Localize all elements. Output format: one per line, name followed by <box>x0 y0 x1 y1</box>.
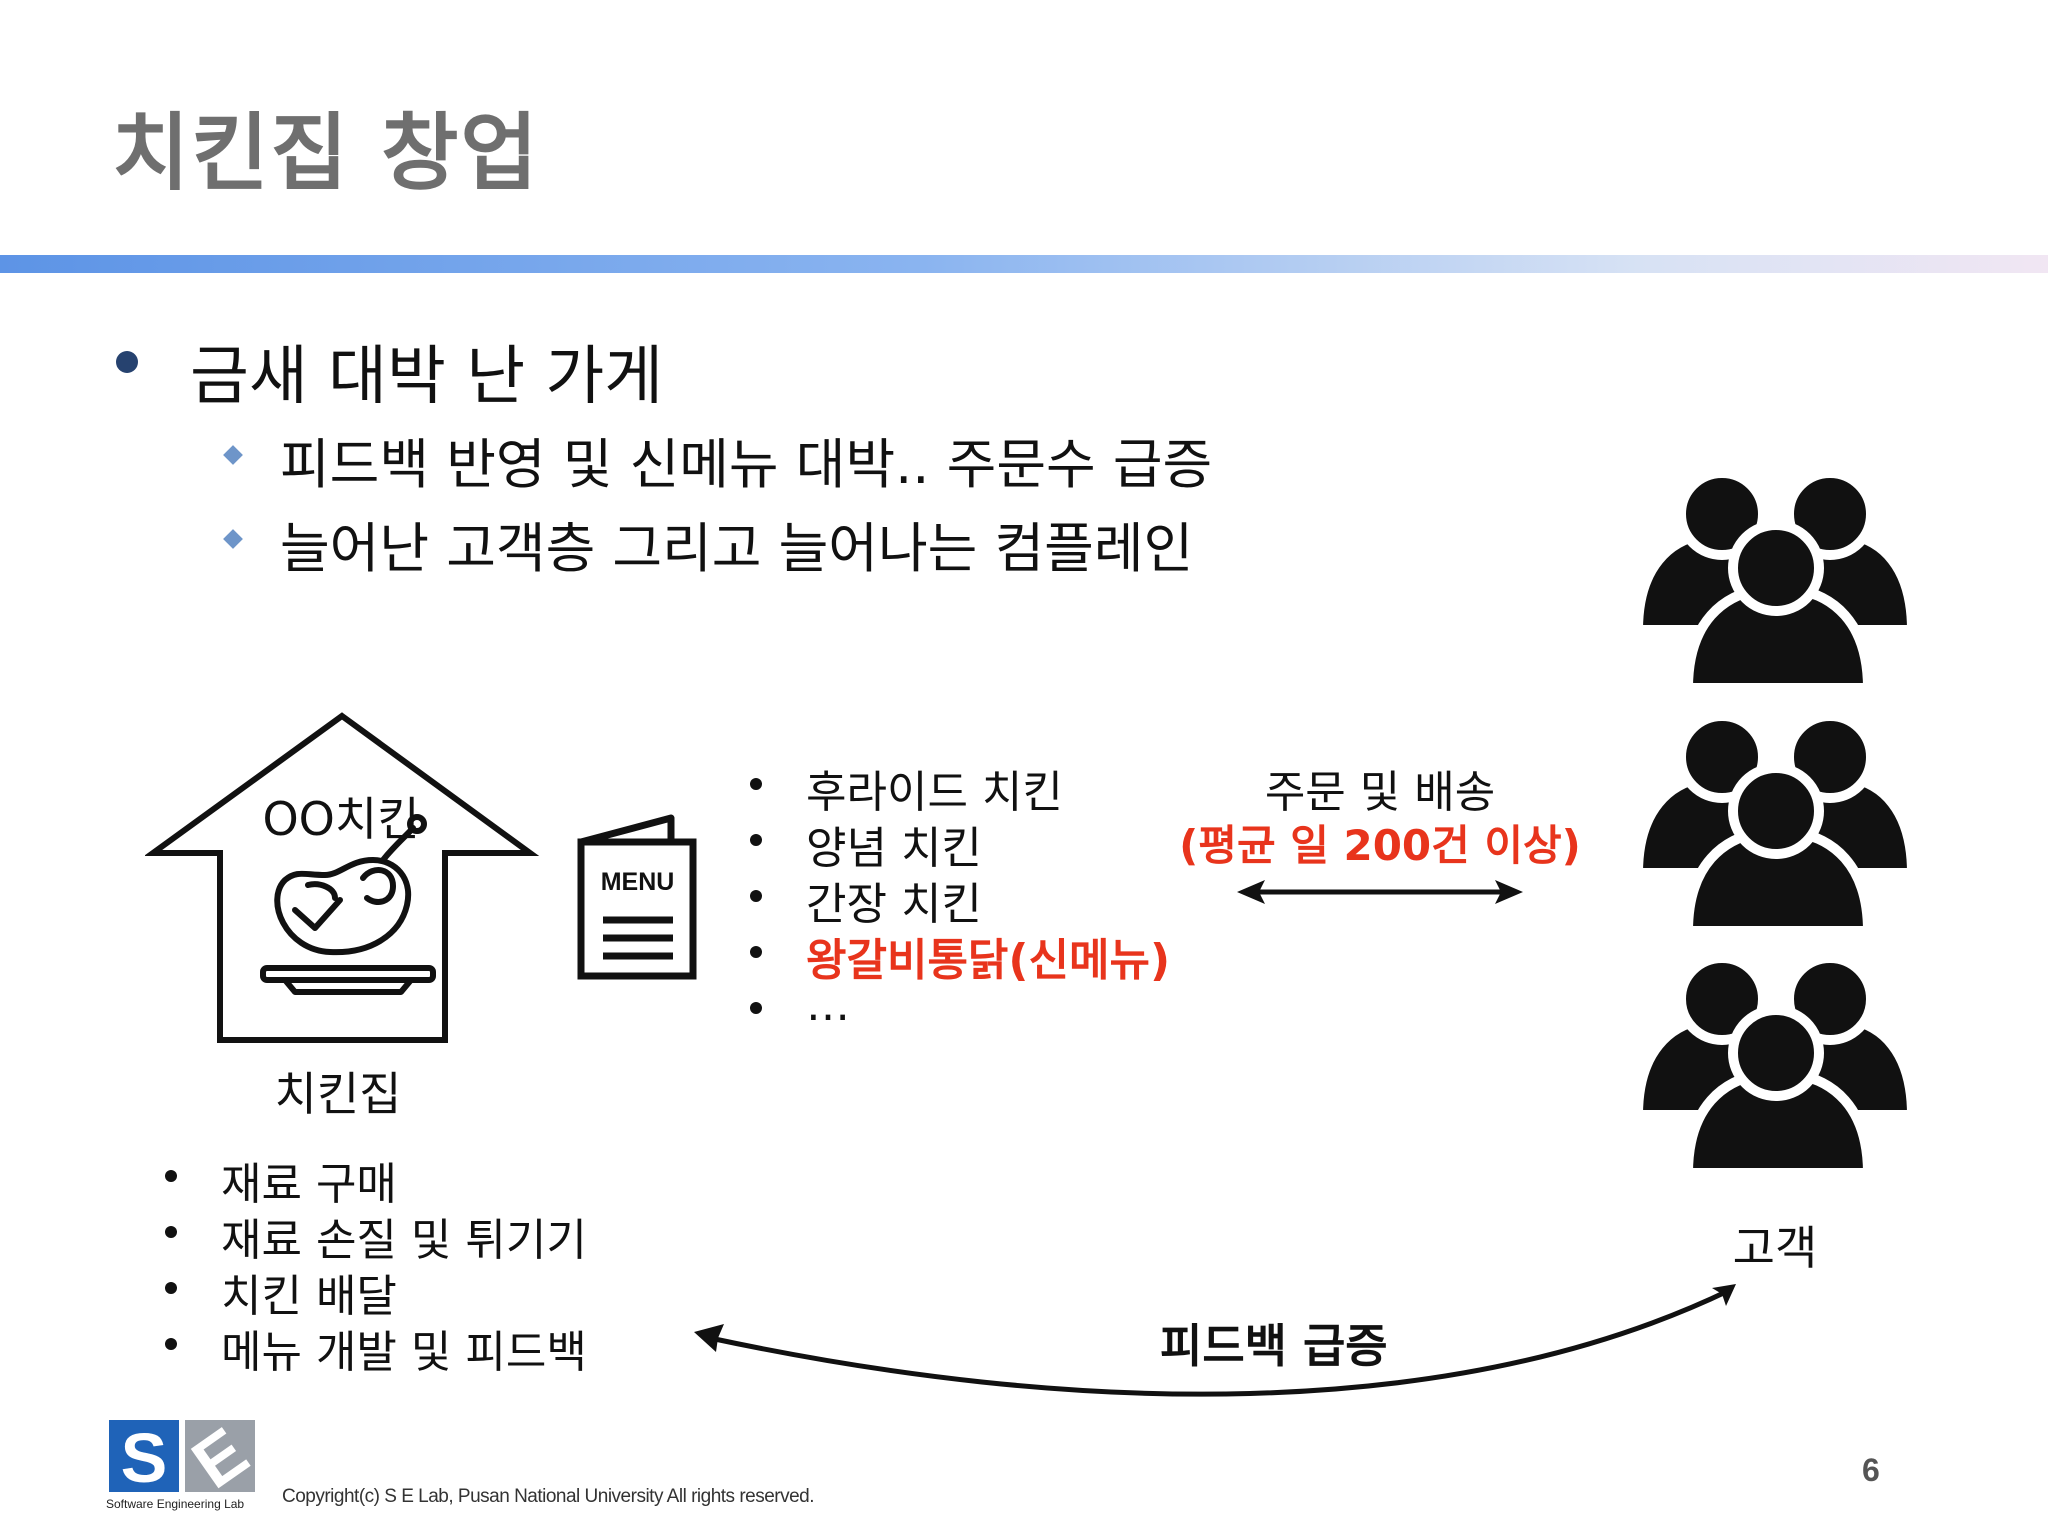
roast-chicken-icon <box>260 814 436 995</box>
bullet-dot <box>165 1338 177 1350</box>
menu-icon-label: MENU <box>600 868 675 896</box>
people-group-icon <box>1638 958 1912 1173</box>
copyright-text: Copyright(c) S E Lab, Pusan National Uni… <box>282 1486 815 1507</box>
sub-bullet-text: 피드백 반영 및 신메뉴 대박.. 주문수 급증 <box>280 433 1213 496</box>
svg-text:S: S <box>121 1419 168 1494</box>
shop-caption: 치킨집 <box>274 1067 402 1121</box>
se-lab-logo: S E <box>109 1418 259 1494</box>
people-group-icon <box>1638 716 1912 931</box>
main-bullet-text: 금새 대박 난 가게 <box>190 340 664 414</box>
bullet-dot <box>165 1170 177 1182</box>
menu-book-icon <box>577 814 697 980</box>
bullet-dot <box>116 351 138 373</box>
bullet-dot <box>750 890 762 902</box>
page-number: 6 <box>1862 1452 1880 1488</box>
bullet-diamond <box>223 529 243 549</box>
people-group-icon <box>1638 473 1912 688</box>
double-arrow-icon <box>1237 880 1523 904</box>
bullet-dot <box>750 946 762 958</box>
feedback-arrow-icon <box>694 1284 1736 1397</box>
bullet-dot <box>750 778 762 790</box>
orders-detail: (평균 일 200건 이상) <box>1179 821 1581 870</box>
title-divider <box>0 255 2048 273</box>
sub-bullet-text: 늘어난 고객층 그리고 늘어나는 컴플레인 <box>280 517 1194 580</box>
slide-title: 치킨집 창업 <box>112 104 540 202</box>
customer-groups <box>1630 470 1920 1190</box>
bullet-dot <box>750 1002 762 1014</box>
bullet-dot <box>165 1282 177 1294</box>
lab-name: Software Engineering Lab <box>106 1497 245 1511</box>
orders-label: 주문 및 배송 <box>1264 767 1496 818</box>
customers-label: 고객 <box>1732 1221 1818 1275</box>
bullet-dot <box>165 1226 177 1238</box>
bullet-dot <box>750 834 762 846</box>
chicken-shop-house-icon <box>145 712 540 1043</box>
feedback-label: 피드백 급증 <box>1160 1319 1388 1373</box>
shop-sign: OO치킨 <box>262 792 420 846</box>
bullet-diamond <box>223 445 243 465</box>
